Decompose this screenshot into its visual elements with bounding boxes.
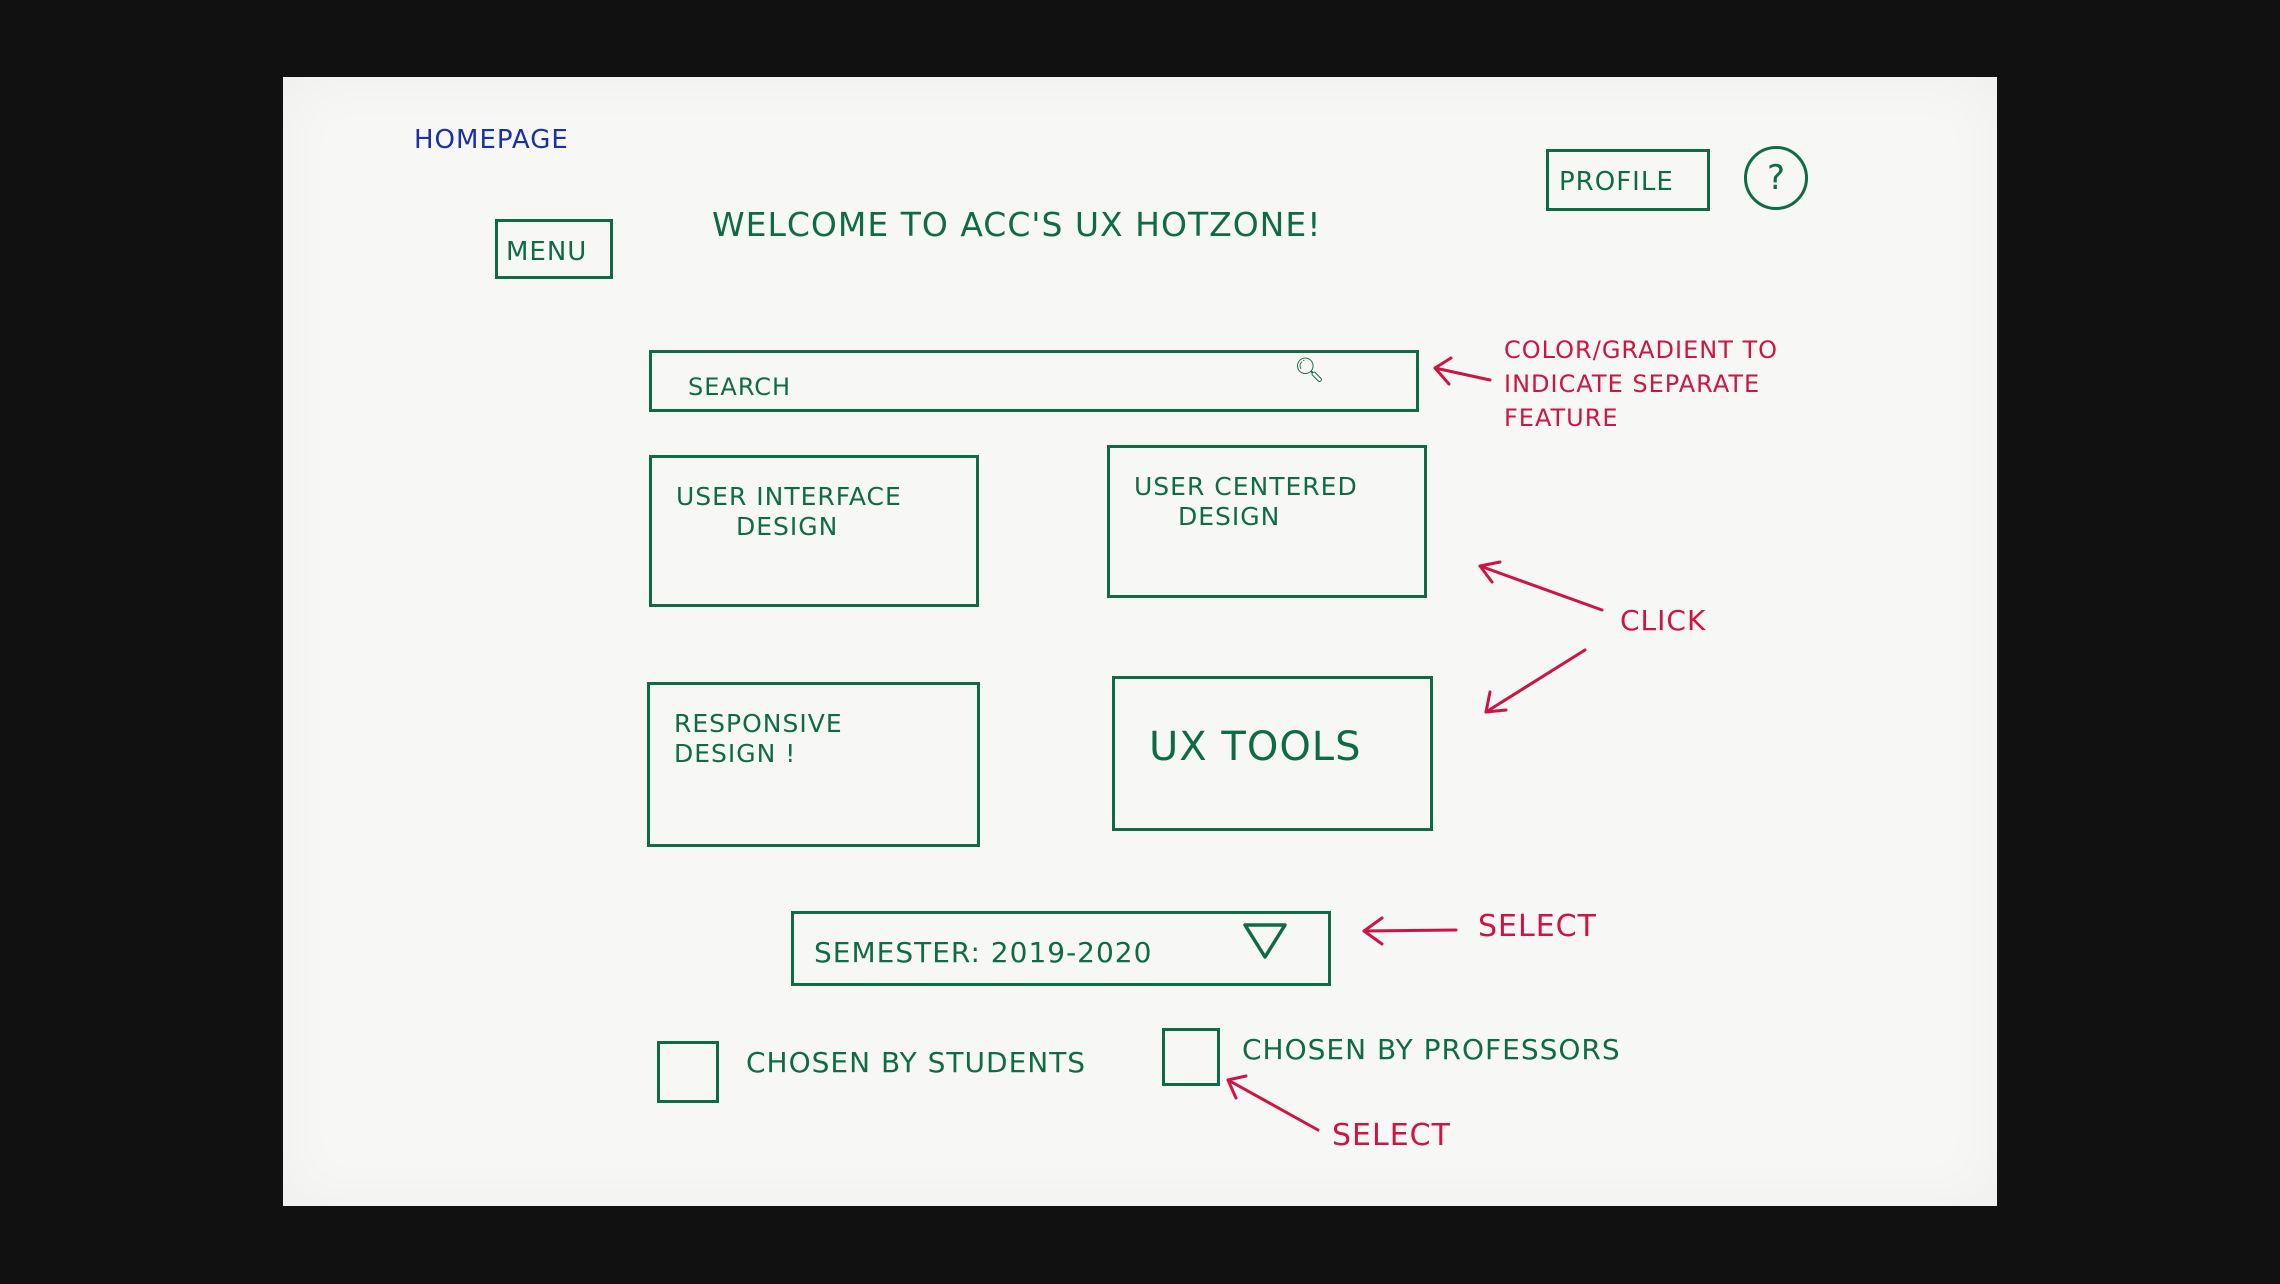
arrowhead <box>1226 1074 1248 1100</box>
annotation-search-note: COLOR/GRADIENT TO INDICATE SEPARATE FEAT… <box>1504 333 1778 435</box>
checkbox-chosen-by-students[interactable] <box>657 1041 719 1103</box>
arrow-to-checkbox <box>1226 1078 1320 1132</box>
menu-button[interactable]: MENU <box>495 219 613 279</box>
arrowhead <box>1433 356 1453 386</box>
annotation-line: INDICATE SEPARATE <box>1504 370 1761 398</box>
semester-select-value: SEMESTER: 2019-2020 <box>814 936 1153 969</box>
arrowhead <box>1362 916 1384 946</box>
arrowhead <box>1484 690 1508 714</box>
checkbox-chosen-by-professors[interactable] <box>1162 1028 1220 1086</box>
annotation-line: COLOR/GRADIENT TO <box>1504 336 1779 364</box>
semester-select[interactable]: SEMESTER: 2019-2020 <box>791 911 1331 986</box>
card-ux-tools[interactable]: UX TOOLS <box>1112 676 1433 831</box>
menu-button-label: MENU <box>506 237 588 267</box>
checkbox-label-students: CHOSEN BY STUDENTS <box>746 1046 1087 1079</box>
profile-button[interactable]: PROFILE <box>1546 149 1710 211</box>
arrow-to-semester <box>1362 928 1458 933</box>
sketch-paper <box>283 77 1997 1206</box>
help-icon: ? <box>1766 158 1786 198</box>
search-icon[interactable]: 🔍︎ <box>1294 356 1325 384</box>
welcome-heading: WELCOME TO ACC'S UX HOTZONE! <box>712 205 1322 244</box>
arrow-to-search <box>1433 366 1492 382</box>
checkbox-label-professors: CHOSEN BY PROFESSORS <box>1242 1033 1621 1066</box>
page-label: HOMEPAGE <box>414 125 569 155</box>
search-placeholder: SEARCH <box>688 373 792 401</box>
annotation-select-filters: SELECT <box>1332 1118 1451 1153</box>
search-input[interactable]: SEARCH <box>649 350 1419 412</box>
arrow-to-card-top <box>1478 564 1604 612</box>
arrow-to-card-bottom <box>1484 648 1587 714</box>
profile-button-label: PROFILE <box>1559 167 1674 197</box>
annotation-select-semester: SELECT <box>1478 909 1597 944</box>
triangle-down-icon[interactable] <box>1242 921 1288 961</box>
card-title: UX TOOLS <box>1149 724 1362 770</box>
arrowhead <box>1478 560 1502 584</box>
annotation-line: FEATURE <box>1504 404 1619 432</box>
help-button[interactable]: ? <box>1744 146 1808 210</box>
annotation-click: CLICK <box>1620 604 1707 637</box>
